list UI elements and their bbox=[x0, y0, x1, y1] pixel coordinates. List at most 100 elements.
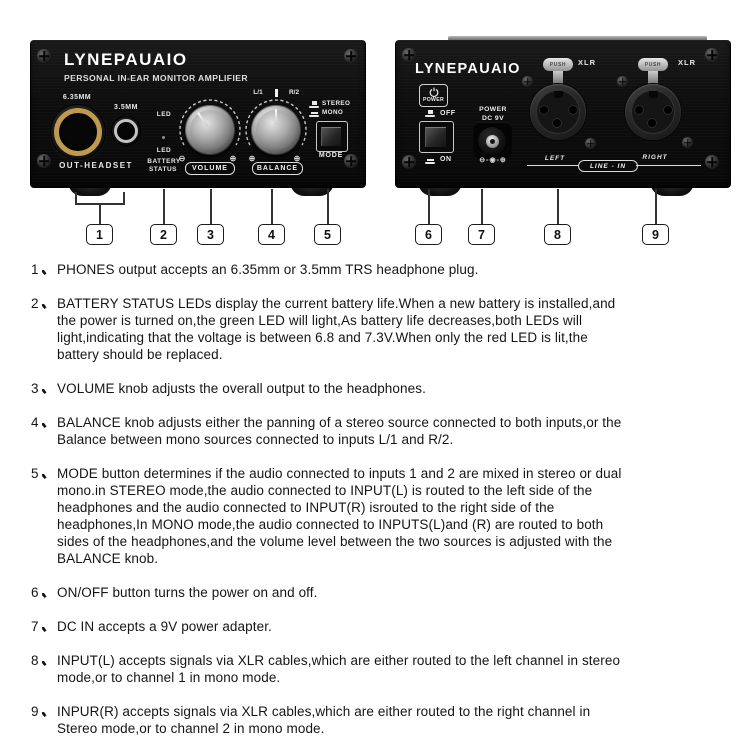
gold-ring bbox=[54, 108, 102, 156]
callout-box: 7 bbox=[468, 224, 495, 245]
dc-pin-ring bbox=[485, 134, 499, 148]
balance-max-symbol: ⊕ bbox=[293, 154, 301, 163]
screw-icon bbox=[402, 155, 416, 169]
callout-line-5 bbox=[327, 189, 329, 224]
ideographic-comma bbox=[41, 389, 47, 394]
on-button-down-icon bbox=[425, 157, 435, 164]
polarity-symbol: ⊖-◉-⊕ bbox=[479, 157, 507, 164]
balance-knob-pointer bbox=[274, 109, 278, 125]
balance-right-label: R/2 bbox=[288, 89, 300, 96]
xlr-right-pin-hole bbox=[663, 105, 673, 115]
balance-label: BALANCE bbox=[252, 162, 303, 175]
screw-icon bbox=[682, 137, 693, 148]
chassis-top-edge bbox=[448, 36, 707, 41]
screw-icon bbox=[617, 76, 628, 87]
callout-line-9 bbox=[655, 189, 657, 224]
front-panel-device: LYNEPAUAIO PERSONAL IN-EAR MONITOR AMPLI… bbox=[30, 40, 366, 188]
headphone-jack-3-5mm bbox=[111, 116, 141, 146]
xlr-right-latch-stem bbox=[648, 70, 658, 85]
off-button-up-icon bbox=[425, 110, 435, 117]
description-item: 1 PHONES output accepts an 6.35mm or 3.5… bbox=[31, 261, 730, 278]
description-item: 7 DC IN accepts a 9V power adapter. bbox=[31, 618, 730, 635]
ideographic-comma bbox=[41, 627, 47, 632]
dc-label-line1: POWER bbox=[479, 106, 507, 113]
item-text: INPUR(R) accepts signals via XLR cables,… bbox=[57, 704, 591, 736]
screw-icon bbox=[402, 48, 416, 62]
dc-jack-housing bbox=[473, 122, 512, 158]
xlr-left-push-latch[interactable]: PUSH bbox=[543, 58, 573, 71]
volume-knob-face bbox=[190, 110, 230, 150]
item-number: 5 bbox=[31, 465, 57, 567]
description-item: 8 INPUT(L) accepts signals via XLR cable… bbox=[31, 652, 730, 686]
headphone-jack-6-35mm bbox=[50, 104, 106, 160]
led-top-label: LED bbox=[156, 111, 172, 118]
item-text: PHONES output accepts an 6.35mm or 3.5mm… bbox=[57, 262, 479, 277]
callout-box: 5 bbox=[314, 224, 341, 245]
balance-min-symbol: ⊕ bbox=[248, 154, 256, 163]
screw-icon bbox=[705, 48, 719, 62]
silver-ring bbox=[114, 119, 138, 143]
screw-icon bbox=[585, 138, 596, 149]
volume-label: VOLUME bbox=[185, 162, 235, 175]
dc-pin bbox=[489, 138, 495, 144]
brand-logo: LYNEPAUAIO bbox=[64, 50, 188, 69]
power-legend-box: POWER bbox=[419, 84, 448, 107]
item-number: 3 bbox=[31, 380, 57, 397]
description-item: 3 VOLUME knob adjusts the overall output… bbox=[31, 380, 730, 397]
screw-icon bbox=[37, 49, 51, 63]
ideographic-comma bbox=[41, 661, 47, 666]
callout-box: 1 bbox=[86, 224, 113, 245]
callout-box: 3 bbox=[197, 224, 224, 245]
screw-icon bbox=[705, 155, 719, 169]
callout-box: 4 bbox=[258, 224, 285, 245]
jack-35-label: 3.5MM bbox=[114, 104, 138, 111]
ideographic-comma bbox=[41, 423, 47, 428]
dc-label-line2: DC 9V bbox=[481, 115, 505, 122]
mono-button-down-icon bbox=[309, 110, 319, 117]
mode-button-cap bbox=[321, 127, 341, 146]
item-number: 4 bbox=[31, 414, 57, 448]
volume-knob[interactable] bbox=[185, 105, 235, 155]
mode-button[interactable] bbox=[316, 121, 348, 152]
line-in-rule-right bbox=[636, 165, 701, 166]
volume-scale-arc bbox=[179, 99, 241, 146]
balance-left-label: L/1 bbox=[253, 89, 263, 96]
battery-status-label-2: STATUS bbox=[148, 166, 178, 173]
xlr-right-push-latch[interactable]: PUSH bbox=[638, 58, 668, 71]
volume-min-symbol: ⊖ bbox=[178, 154, 186, 163]
balance-scale-arc bbox=[245, 99, 307, 146]
power-switch[interactable] bbox=[419, 121, 454, 153]
callout-line-3 bbox=[210, 189, 212, 224]
callout-line-2 bbox=[163, 189, 165, 224]
line-in-rule-left bbox=[527, 165, 578, 166]
item-number: 2 bbox=[31, 295, 57, 363]
xlr-left-notch bbox=[553, 91, 563, 98]
screw-icon bbox=[37, 154, 51, 168]
description-item: 6 ON/OFF button turns the power on and o… bbox=[31, 584, 730, 601]
jack-635-label: 6.35MM bbox=[62, 94, 92, 101]
description-item: 2 BATTERY STATUS LEDs display the curren… bbox=[31, 295, 730, 363]
line-in-label: LINE - IN bbox=[578, 160, 638, 172]
xlr-right-notch bbox=[648, 91, 658, 98]
item-text: VOLUME knob adjusts the overall output t… bbox=[57, 381, 426, 396]
callout-line-1 bbox=[99, 203, 101, 224]
callout-bracket-left bbox=[75, 192, 77, 203]
item-text: ON/OFF button turns the power on and off… bbox=[57, 585, 318, 600]
xlr-input-right bbox=[625, 84, 681, 140]
xlr-left-pin-hole bbox=[539, 105, 549, 115]
description-item: 9 INPUR(R) accepts signals via XLR cable… bbox=[31, 703, 730, 737]
item-number: 6 bbox=[31, 584, 57, 601]
xlr-left-label: XLR bbox=[578, 58, 596, 67]
back-panel-device: LYNEPAUAIO POWER OFF ON POWER DC 9V bbox=[395, 40, 731, 188]
callout-line-8 bbox=[557, 189, 559, 224]
out-headset-label: OUT-HEADSET bbox=[59, 161, 133, 170]
screw-icon bbox=[344, 49, 358, 63]
balance-knob[interactable] bbox=[251, 105, 301, 155]
volume-max-symbol: ⊕ bbox=[229, 154, 237, 163]
xlr-left-pin-hole bbox=[552, 118, 562, 128]
xlr-right-label: XLR bbox=[678, 58, 696, 67]
front-subtitle: PERSONAL IN-EAR MONITOR AMPLIFIER bbox=[64, 73, 248, 83]
brand-logo: LYNEPAUAIO bbox=[415, 61, 521, 77]
dc-jack bbox=[477, 126, 507, 156]
